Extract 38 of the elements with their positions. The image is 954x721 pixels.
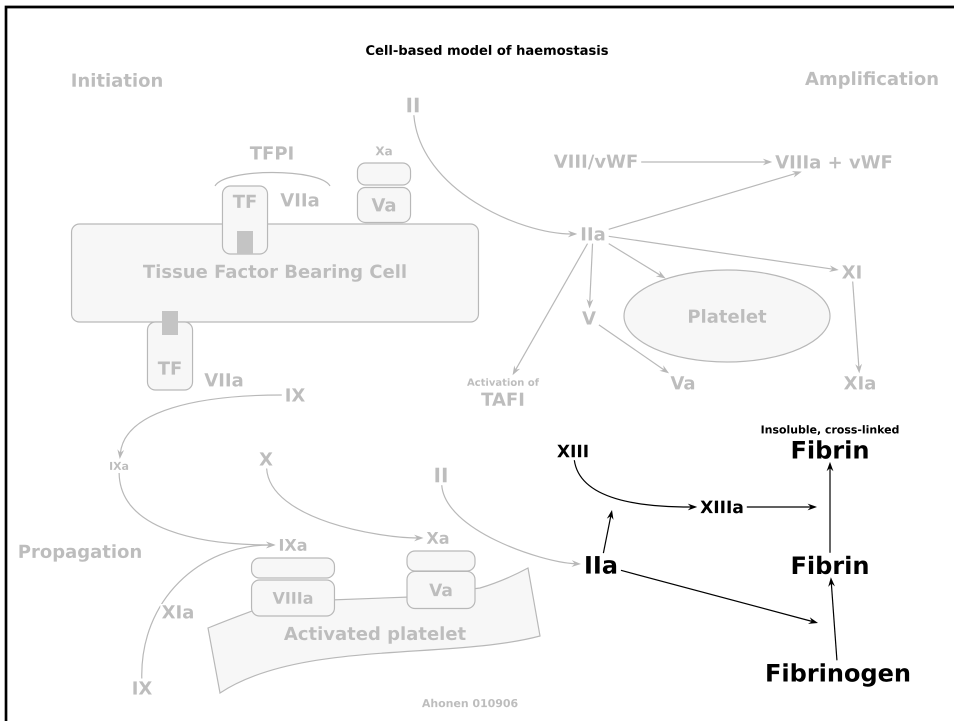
factor-label: V [582, 311, 596, 325]
factor-label: Insoluble, cross-linked Fibrin [762, 425, 898, 459]
empty-box [250, 557, 336, 579]
factor-label: Fibrin [792, 556, 868, 574]
node-label: Xa [376, 146, 392, 156]
factor-label: XIa [844, 376, 875, 390]
factor-label: IIa [582, 227, 604, 241]
complex-label: TFPI [250, 146, 293, 160]
cell-box: Tissue Factor Bearing Cell [70, 223, 480, 323]
factor-label: IXa [110, 462, 128, 470]
stage-label: Initiation [72, 73, 162, 87]
cell-box: VIIIa [250, 579, 336, 617]
stage-label: Amplification [805, 71, 938, 89]
factor-label: IX [286, 388, 305, 402]
factor-label: XIII [557, 444, 588, 458]
factor-label: Xa [426, 532, 448, 544]
factor-label: Va [670, 376, 694, 390]
edge-label: XIa [160, 604, 196, 620]
complex-box: Xa [356, 146, 412, 186]
empty-box [406, 550, 476, 572]
factor-label: XI [842, 265, 861, 279]
factor-label: II [407, 98, 419, 112]
factor-label: II [435, 468, 447, 482]
factor-label: IIa [586, 556, 616, 574]
node-label: VIIa [204, 373, 242, 387]
factor-label: XIIIa [700, 500, 742, 514]
factor-label: Fibrinogen [767, 663, 910, 687]
cell-box: Va [406, 570, 476, 610]
node-label: VIIa [280, 193, 318, 207]
cell-box: Va [356, 186, 412, 224]
factor-label: VIII/vWF [554, 154, 637, 170]
factor-label: X [259, 452, 273, 466]
stage-label: Propagation [19, 544, 141, 562]
factor-label: IXa [280, 539, 306, 551]
factor-label: Activation of TAFI [467, 378, 540, 406]
title: Cell-based model of haemostasis [366, 44, 608, 56]
factor-label: VIIIa + vWF [775, 155, 892, 169]
factor-label: IX [133, 681, 152, 695]
